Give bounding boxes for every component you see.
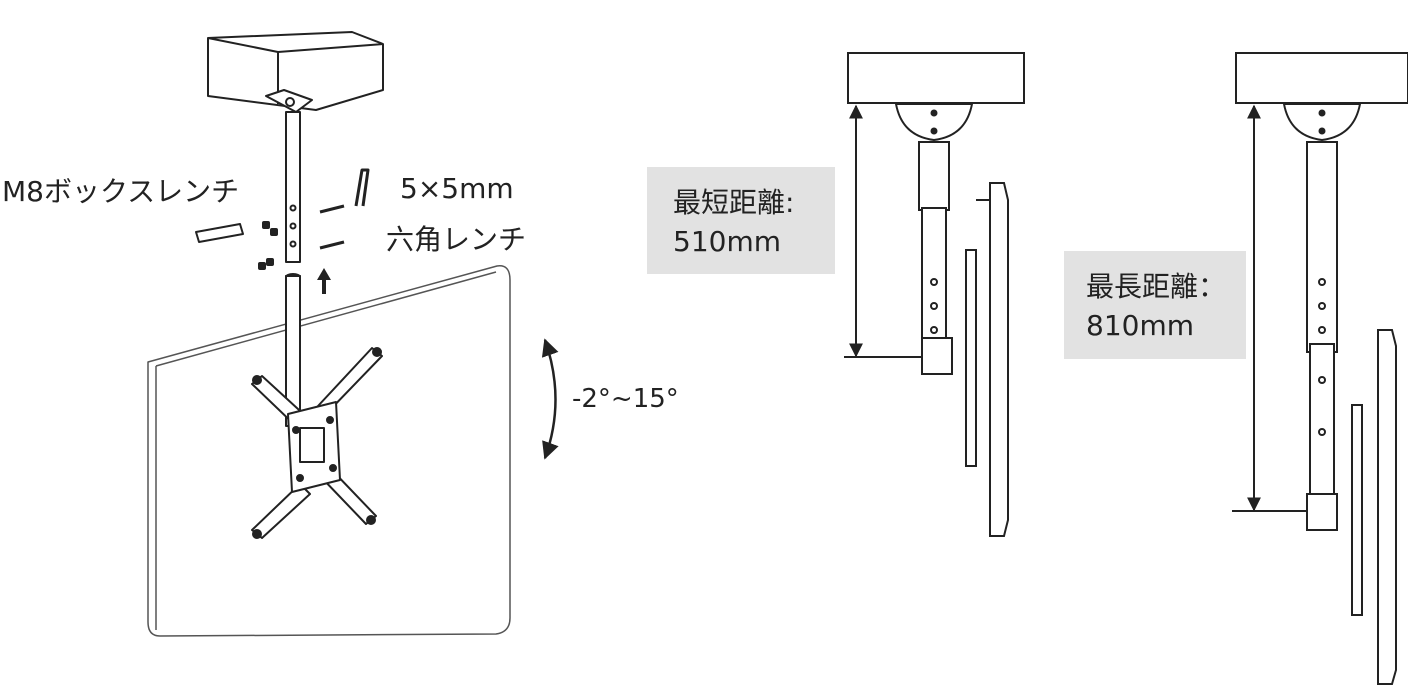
max-distance-value: 810mm (1086, 309, 1194, 342)
short-tilt-bracket (921, 337, 953, 375)
long-lower-pole (1309, 343, 1335, 495)
long-side-view (1232, 52, 1408, 685)
upper-pole (285, 111, 301, 263)
short-upper-pole (918, 141, 950, 211)
hex-wrench (354, 168, 370, 207)
short-ceiling (847, 52, 1025, 104)
long-plate (1351, 404, 1363, 616)
hex-wrench-label: 六角レンチ (386, 223, 527, 256)
max-distance-label: 最長距離： (1086, 270, 1227, 303)
box-wrench (195, 223, 244, 243)
short-plate (965, 249, 977, 467)
ceiling-bracket (265, 89, 313, 113)
hex-wrench-size-label: 5×5mm (400, 172, 514, 205)
bolts (319, 204, 345, 250)
tilt-arrow (541, 338, 559, 460)
nuts (258, 221, 278, 270)
long-ceiling (1235, 52, 1408, 104)
short-tv (989, 182, 1009, 537)
short-lower-pole (921, 207, 947, 339)
min-distance-box: 最短距離: 510mm (647, 167, 835, 274)
min-distance-value: 510mm (673, 225, 781, 258)
assembly-illustration (147, 31, 559, 637)
assembly-arrow (317, 268, 331, 294)
min-distance-label: 最短距離: (673, 186, 795, 219)
long-tv (1377, 329, 1397, 685)
long-upper-pole (1306, 141, 1338, 353)
max-distance-box: 最長距離： 810mm (1064, 251, 1246, 359)
long-tilt-bracket (1306, 493, 1338, 531)
vesa-bracket (251, 347, 383, 539)
tilt-range-label: -2°~15° (572, 384, 679, 414)
box-wrench-label: M8ボックスレンチ (2, 175, 240, 208)
short-side-view (844, 52, 1025, 537)
short-ceiling-bracket (894, 103, 974, 142)
long-ceiling-bracket (1282, 103, 1362, 142)
